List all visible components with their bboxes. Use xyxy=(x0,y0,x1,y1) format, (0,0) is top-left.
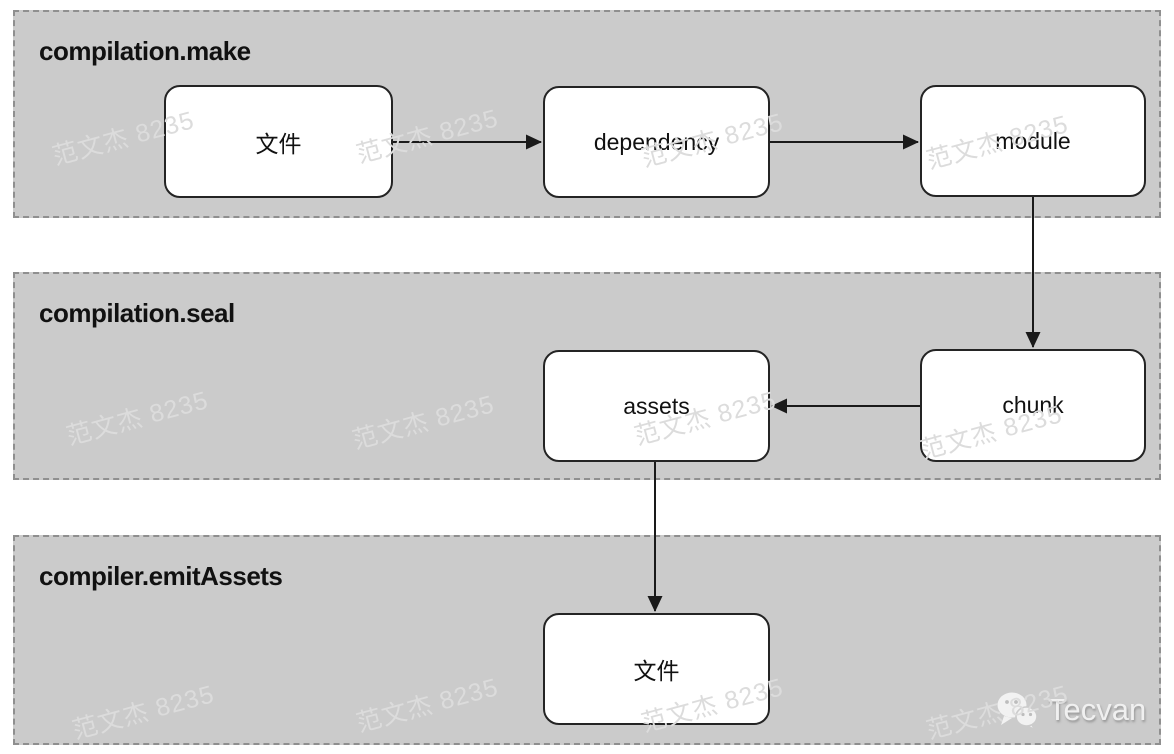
node-file-output: 文件 xyxy=(543,613,770,725)
tecvan-branding: Tecvan xyxy=(996,690,1146,730)
node-dependency: dependency xyxy=(543,86,770,198)
band-title: compilation.make xyxy=(39,36,251,66)
band-title: compiler.emitAssets xyxy=(39,561,283,591)
node-chunk: chunk xyxy=(920,349,1146,462)
node-file-input: 文件 xyxy=(164,85,393,198)
wechat-icon xyxy=(997,692,1038,730)
band-title: compilation.seal xyxy=(39,298,235,328)
node-module: module xyxy=(920,85,1146,197)
node-assets: assets xyxy=(543,350,770,462)
tecvan-label: Tecvan xyxy=(1048,692,1147,727)
